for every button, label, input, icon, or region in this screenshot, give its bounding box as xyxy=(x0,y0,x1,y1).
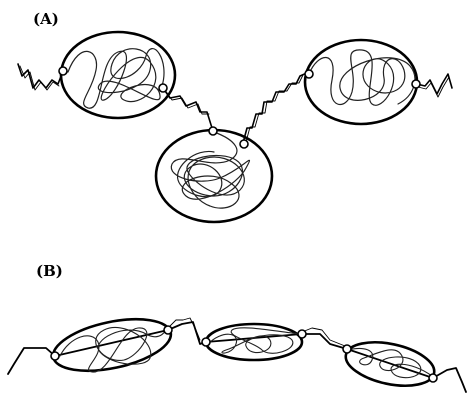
linker-left-tail xyxy=(17,63,64,89)
linker-left-tail-2 xyxy=(19,65,60,91)
node-b-5 xyxy=(342,344,352,354)
coil-a-bottom xyxy=(170,131,251,209)
linker-strands-a xyxy=(17,63,453,144)
node-b-3 xyxy=(201,337,211,347)
node-a-1 xyxy=(58,66,68,76)
bead-b-middle xyxy=(204,322,304,362)
node-a-6 xyxy=(411,79,421,89)
panel-label-a: (A) xyxy=(33,10,59,28)
panel-label-b: (B) xyxy=(36,262,63,280)
node-a-2 xyxy=(158,83,168,93)
linker-left-to-bottom xyxy=(162,87,213,129)
linker-strands-b xyxy=(167,317,346,347)
node-b-1 xyxy=(50,351,60,361)
node-a-4 xyxy=(239,139,249,149)
linker-left-to-bottom-2 xyxy=(164,89,210,115)
coil-b-left xyxy=(59,325,167,373)
coil-a-right xyxy=(308,49,416,106)
panel-a xyxy=(17,30,453,224)
linker-bottom-to-right-2 xyxy=(245,74,304,143)
nodes-b xyxy=(50,325,438,383)
linker-right-tail-2 xyxy=(417,76,450,98)
node-b-4 xyxy=(297,329,307,339)
node-b-2 xyxy=(163,325,173,335)
linker-bottom-to-right xyxy=(242,71,310,144)
nodes-a xyxy=(58,66,421,149)
node-a-3 xyxy=(208,126,218,136)
linker-b-1 xyxy=(167,317,201,341)
coil-b-middle xyxy=(207,327,301,354)
coil-a-left xyxy=(67,48,165,109)
bead-a-left xyxy=(59,30,177,120)
panel-b xyxy=(7,317,467,393)
coil-b-right xyxy=(347,347,433,379)
node-a-5 xyxy=(304,69,314,79)
linker-b-2 xyxy=(301,327,346,347)
bead-a-right xyxy=(303,38,419,126)
node-b-6 xyxy=(428,373,438,383)
